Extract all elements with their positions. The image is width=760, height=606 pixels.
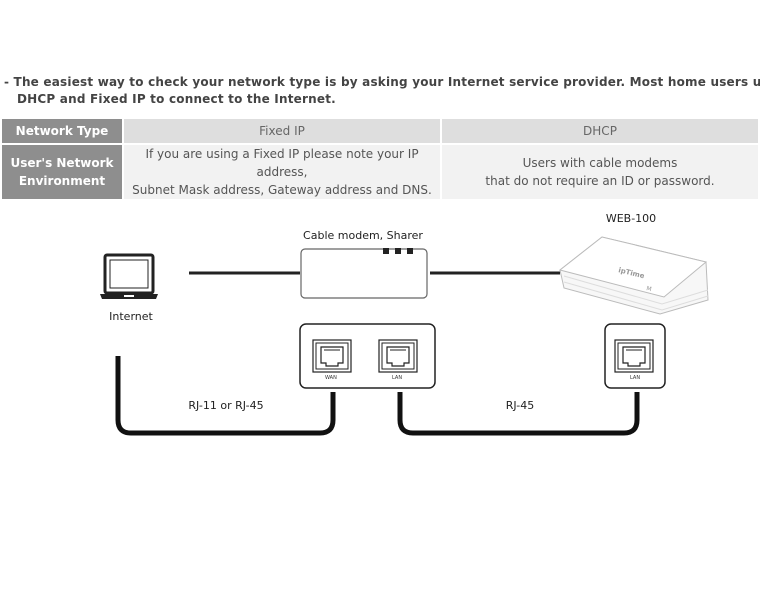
router-port-panel: LAN — [604, 323, 666, 389]
dhcp-header: DHCP — [440, 119, 758, 145]
modem-label: Cable modem, Sharer — [303, 229, 423, 242]
dhcp-description: Users with cable modems that do not requ… — [440, 144, 758, 199]
router-lan-port-label: LAN — [630, 375, 640, 381]
network-type-table: Network Type Fixed IP DHCP User's Networ… — [2, 119, 758, 199]
intro-text: - The easiest way to check your network … — [4, 74, 760, 108]
fixed-ip-description: If you are using a Fixed IP please note … — [122, 144, 441, 199]
user-network-environment-label: User's Network Environment — [2, 144, 123, 199]
router-device-icon: ipTime M — [558, 236, 709, 315]
fixed-ip-desc-line-2: Subnet Mask address, Gateway address and… — [132, 183, 432, 197]
internet-label: Internet — [109, 310, 153, 323]
lan-port-label: LAN — [392, 375, 402, 381]
router-lan-port-icon — [614, 339, 654, 373]
table-row: User's Network Environment If you are us… — [2, 144, 758, 199]
intro-line-2: DHCP and Fixed IP to connect to the Inte… — [17, 92, 336, 106]
row-label-line-1: User's Network — [10, 156, 114, 170]
cable-rj45 — [397, 392, 640, 436]
router-model-mark: M — [646, 285, 653, 293]
cable2-label: RJ-45 — [506, 399, 534, 412]
router-label: WEB-100 — [606, 212, 656, 225]
modem-port-panel: WAN LAN — [299, 323, 436, 389]
wan-port-label: WAN — [325, 375, 337, 381]
row-label-line-2: Environment — [18, 174, 106, 188]
laptop-icon — [100, 253, 158, 299]
cable-rj11-rj45 — [115, 356, 336, 436]
wan-port-icon — [312, 339, 352, 373]
dhcp-desc-line-1: Users with cable modems — [522, 156, 678, 170]
cable1-label: RJ-11 or RJ-45 — [188, 399, 263, 412]
network-type-header: Network Type — [2, 119, 123, 145]
lan-port-icon — [378, 339, 418, 373]
intro-line-1: - The easiest way to check your network … — [4, 75, 760, 89]
fixed-ip-header: Fixed IP — [122, 119, 441, 145]
dhcp-desc-line-2: that do not require an ID or password. — [485, 174, 715, 188]
cable-modem-icon — [300, 248, 428, 299]
fixed-ip-desc-line-1: If you are using a Fixed IP please note … — [145, 147, 419, 179]
table-header-row: Network Type Fixed IP DHCP — [2, 119, 758, 145]
